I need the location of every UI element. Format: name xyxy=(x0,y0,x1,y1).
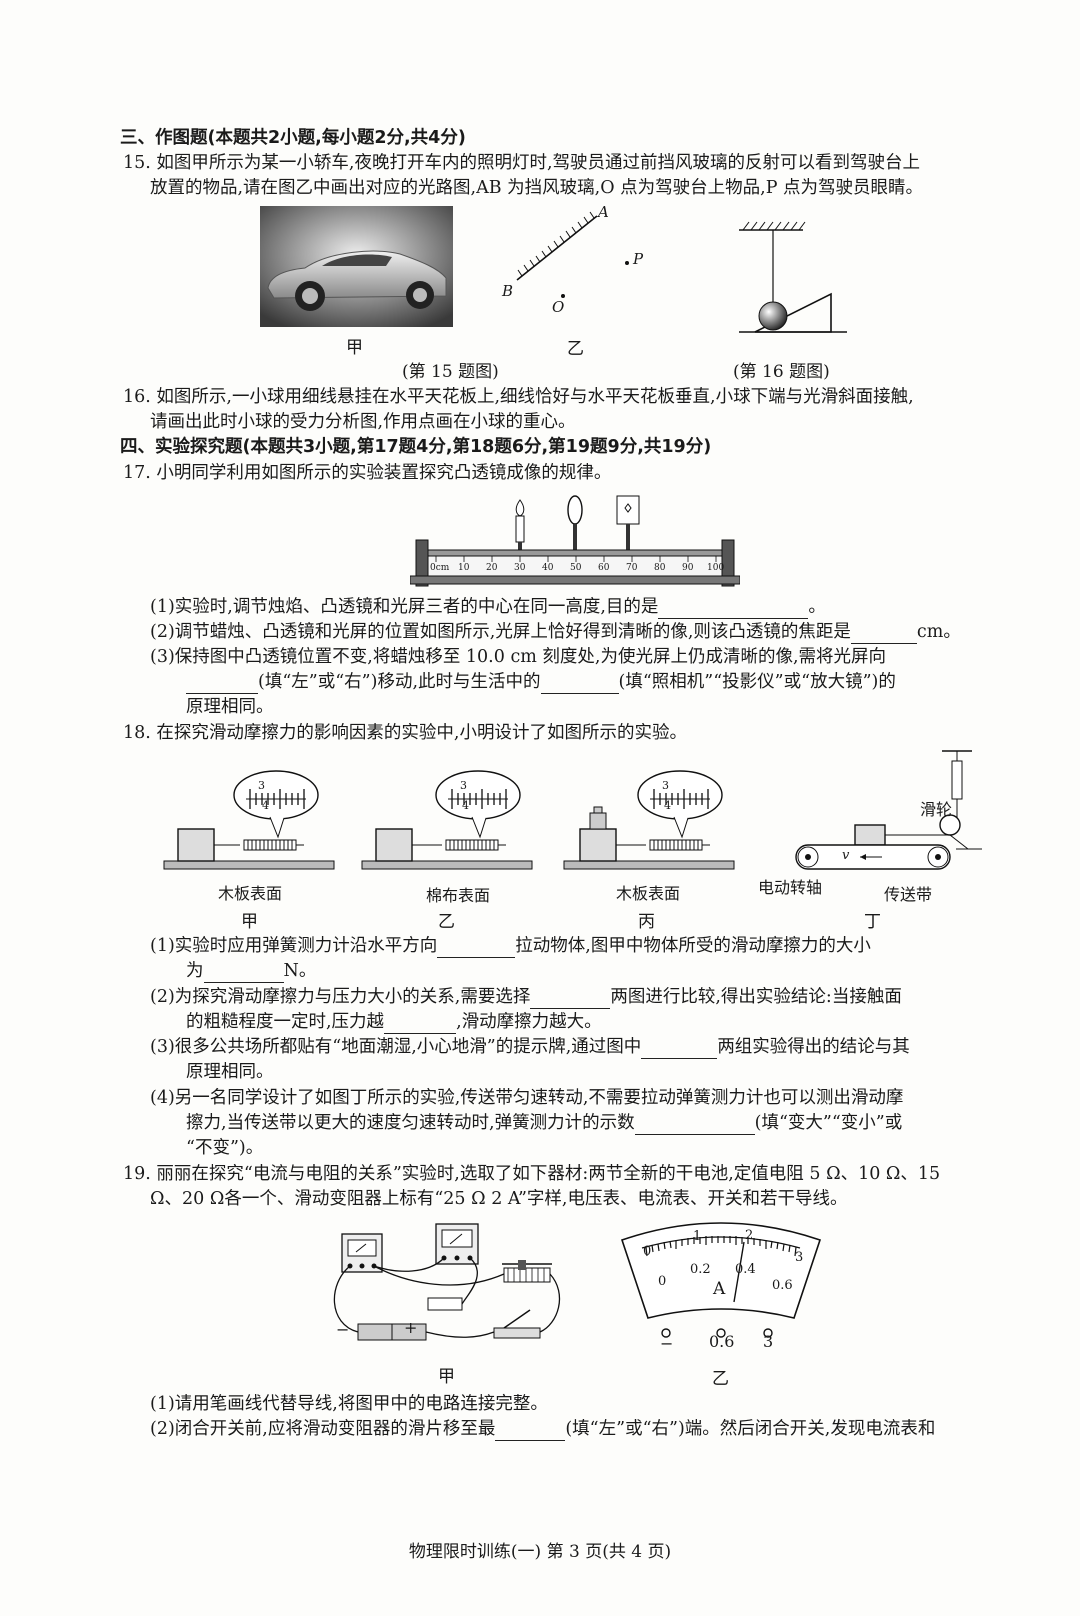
dial-bing-4: 4 xyxy=(664,799,671,812)
q18-sub3-line2: 原理相同。 xyxy=(186,1062,274,1082)
surf-yi: 棉布表面 xyxy=(426,886,491,905)
fig15-label-jia: 甲 xyxy=(346,338,363,358)
q16-line-1: 16. 如图所示,一小球用细线悬挂在水平天花板上,细线恰好与水平天花板垂直,小球… xyxy=(123,387,914,407)
optical-bench xyxy=(409,492,741,592)
page-footer: 物理限时训练(一) 第 3 页(共 4 页) xyxy=(408,1542,672,1562)
car-photo xyxy=(260,206,453,327)
fig19-jia: 甲 xyxy=(438,1367,455,1387)
q17-sub2: (2)调节蜡烛、凸透镜和光屏的位置如图所示,光屏上恰好得到清晰的像,则该凸透镜的… xyxy=(150,622,961,644)
q19-blank-1[interactable] xyxy=(495,1422,566,1441)
dial-jia-3: 3 xyxy=(258,779,265,792)
friction-diagrams xyxy=(160,745,990,885)
q15-line-2: 放置的物品,请在图乙中画出对应的光路图,AB 为挡风玻璃,O 点为驾驶台上物品,… xyxy=(150,178,924,198)
q18-sub2-line2: 的粗糙程度一定时,压力越,滑动摩擦力越大。 xyxy=(186,1012,602,1034)
tick-30: 30 xyxy=(514,563,526,573)
label-pulley: 滑轮 xyxy=(920,800,953,819)
surf-bing: 木板表面 xyxy=(616,884,681,903)
q17-blank-2[interactable] xyxy=(850,625,917,644)
q18-sub2-line1: (2)为探究滑动摩擦力与压力大小的关系,需要选择两图进行比较,得出实验结论:当接… xyxy=(150,987,902,1009)
q17-sub1: (1)实验时,调节烛焰、凸透镜和光屏三者的中心在同一高度,目的是。 xyxy=(150,597,826,619)
ding-v: v xyxy=(842,848,850,863)
fig19-yi: 乙 xyxy=(712,1369,729,1389)
tick-40: 40 xyxy=(542,563,554,573)
battery-minus: − xyxy=(336,1320,350,1339)
tick-70: 70 xyxy=(626,563,638,573)
fig18-jia: 甲 xyxy=(241,912,258,932)
fig16-caption: (第 16 题图) xyxy=(733,362,830,382)
fig15-label-yi: 乙 xyxy=(567,339,584,359)
dial-top-1: 1 xyxy=(693,1229,702,1244)
dial-yi-4: 4 xyxy=(462,799,469,812)
label-O: O xyxy=(552,298,565,316)
tick-90: 90 xyxy=(682,563,694,573)
dial-unit-A: A xyxy=(713,1279,726,1299)
q16-line-2: 请画出此时小球的受力分析图,作用点画在小球的重心。 xyxy=(150,412,576,432)
q19-line-1: 19. 丽丽在探究“电流与电阻的关系”实验时,选取了如下器材:两节全新的干电池,… xyxy=(123,1164,941,1184)
q17-sub3-line3: 原理相同。 xyxy=(186,697,274,717)
q17-blank-3[interactable] xyxy=(186,675,258,694)
dial-bottom-04: 0.4 xyxy=(735,1262,756,1277)
tick-20: 20 xyxy=(486,563,498,573)
q18-sub4-line3: “不变”)。 xyxy=(186,1138,264,1158)
label-P: P xyxy=(633,250,644,268)
fig18-yi: 乙 xyxy=(438,912,455,932)
q18-sub4-line2: 擦力,当传送带以更大的速度匀速转动时,弹簧测力计的示数(填“变大”“变小”或 xyxy=(186,1113,903,1135)
dial-bing-3: 3 xyxy=(662,779,669,792)
terminal-06: 0.6 xyxy=(709,1332,735,1351)
label-shaft: 电动转轴 xyxy=(758,878,823,897)
q19-sub1: (1)请用笔画线代替导线,将图甲中的电路连接完整。 xyxy=(150,1394,548,1414)
fig18-ding: 丁 xyxy=(864,912,881,932)
fig18-bing: 丙 xyxy=(638,912,655,932)
q18-blank-5[interactable] xyxy=(641,1040,718,1059)
q17-blank-4[interactable] xyxy=(540,675,619,694)
terminal-3: 3 xyxy=(763,1332,774,1351)
q17-stem: 17. 小明同学利用如图所示的实验装置探究凸透镜成像的规律。 xyxy=(123,463,612,483)
dial-bottom-0: 0 xyxy=(658,1274,667,1289)
surf-jia: 木板表面 xyxy=(218,884,283,903)
q18-blank-2[interactable] xyxy=(203,964,284,983)
fig15-caption: (第 15 题图) xyxy=(402,362,499,382)
dial-top-0: 0 xyxy=(643,1244,652,1259)
label-belt: 传送带 xyxy=(884,885,933,904)
tick-50: 50 xyxy=(570,563,582,573)
q18-blank-4[interactable] xyxy=(384,1015,457,1034)
q17-blank-1[interactable] xyxy=(658,600,809,619)
q19-line-2: Ω、20 Ω各一个、滑动变阻器上标有“25 Ω 2 A”字样,电压表、电流表、开… xyxy=(150,1189,848,1209)
tick-80: 80 xyxy=(654,563,666,573)
label-A: A xyxy=(598,203,609,221)
q17-sub3-line2: (填“左”或“右”)移动,此时与生活中的(填“照相机”“投影仪”或“放大镜”)的 xyxy=(186,670,896,694)
battery-plus: + xyxy=(404,1318,418,1337)
q15-line-1: 15. 如图甲所示为某一小轿车,夜晚打开车内的照明灯时,驾驶员通过前挡风玻璃的反… xyxy=(123,153,921,173)
tick-0: 0cm xyxy=(430,563,450,573)
tick-60: 60 xyxy=(598,563,610,573)
tick-10: 10 xyxy=(458,563,470,573)
q19-sub2: (2)闭合开关前,应将滑动变阻器的滑片移至最(填“左”或“右”)端。然后闭合开关… xyxy=(150,1419,936,1441)
ball-slope-diagram xyxy=(735,218,855,336)
q18-sub4-line1: (4)另一名同学设计了如图丁所示的实验,传送带匀速转动,不需要拉动弹簧测力计也可… xyxy=(150,1088,904,1108)
section-4-header: 四、实验探究题(本题共3小题,第17题4分,第18题6分,第19题9分,共19分… xyxy=(120,437,712,457)
tick-100: 100 xyxy=(707,563,725,573)
terminal-minus: − xyxy=(660,1334,674,1353)
dial-bottom-06: 0.6 xyxy=(772,1278,793,1293)
q18-blank-1[interactable] xyxy=(437,939,516,958)
section-3-header: 三、作图题(本题共2小题,每小题2分,共4分) xyxy=(120,128,466,148)
q17-sub3-line1: (3)保持图中凸透镜位置不变,将蜡烛移至 10.0 cm 刻度处,为使光屏上仍成… xyxy=(150,647,887,667)
mirror-diagram xyxy=(495,200,655,320)
q18-sub1-line1: (1)实验时应用弹簧测力计沿水平方向拉动物体,图甲中物体所受的滑动摩擦力的大小 xyxy=(150,936,871,958)
dial-yi-3: 3 xyxy=(460,779,467,792)
circuit-diagram xyxy=(318,1214,568,1354)
dial-top-3: 3 xyxy=(795,1250,804,1265)
dial-bottom-02: 0.2 xyxy=(690,1262,711,1277)
dial-top-2: 2 xyxy=(745,1228,754,1243)
q18-sub3-line1: (3)很多公共场所都贴有“地面潮湿,小心地滑”的提示牌,通过图中两组实验得出的结… xyxy=(150,1037,910,1059)
q18-stem: 18. 在探究滑动摩擦力的影响因素的实验中,小明设计了如图所示的实验。 xyxy=(123,723,687,743)
dial-jia-4: 4 xyxy=(262,799,269,812)
q18-blank-6[interactable] xyxy=(634,1116,755,1135)
ammeter-dial xyxy=(616,1218,826,1363)
label-B: B xyxy=(502,282,514,300)
q18-blank-3[interactable] xyxy=(530,990,611,1009)
